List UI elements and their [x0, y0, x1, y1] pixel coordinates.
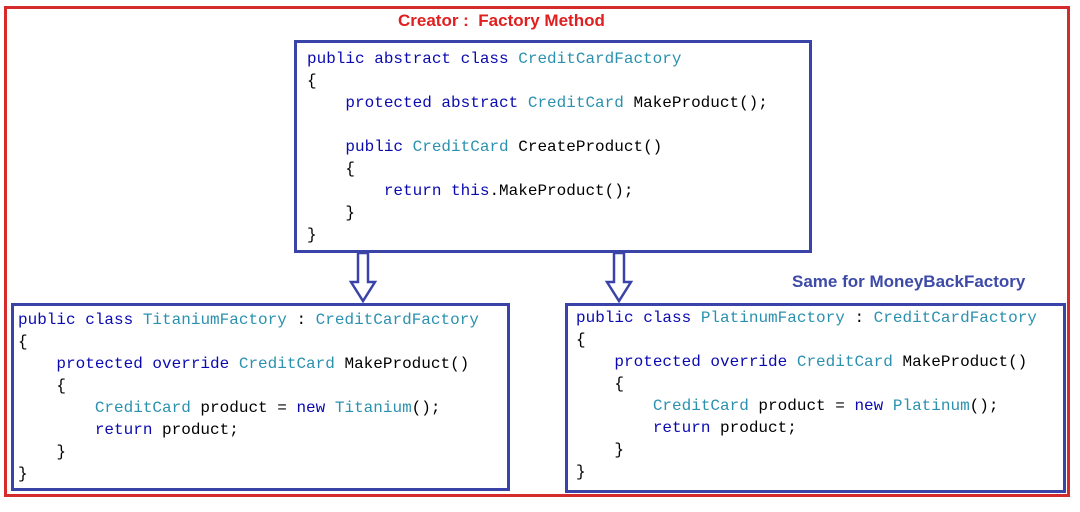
code-type: CreditCard: [238, 355, 335, 373]
code-line: protected override CreditCard MakeProduc…: [18, 354, 469, 374]
code-line: return this.MakeProduct();: [307, 181, 634, 201]
code-keyword: public: [345, 138, 413, 156]
code-text: product;: [710, 419, 797, 437]
code-line: {: [307, 71, 317, 91]
code-type: PlatinumFactory: [700, 309, 845, 327]
code-line: {: [576, 374, 624, 394]
code-type: CreditCard: [412, 138, 509, 156]
code-text: {: [576, 375, 625, 393]
code-text: }: [576, 441, 625, 459]
code-keyword: public abstract class: [307, 50, 519, 68]
code-type: CreditCardFactory: [873, 309, 1037, 327]
code-line: }: [18, 442, 66, 462]
code-type: TitaniumFactory: [142, 311, 287, 329]
code-type: Titanium: [334, 399, 412, 417]
code-keyword: protected override: [614, 353, 797, 371]
code-line: }: [576, 462, 586, 482]
titanium-factory-code: public class TitaniumFactory : CreditCar…: [11, 303, 510, 491]
code-line: protected override CreditCard MakeProduc…: [576, 352, 1027, 372]
code-text: }: [576, 463, 586, 481]
code-keyword: protected abstract: [345, 94, 528, 112]
code-text: }: [307, 204, 356, 222]
code-type: CreditCard: [94, 399, 191, 417]
arrow-right-shape: [605, 252, 633, 304]
code-type: CreditCard: [527, 94, 624, 112]
code-line: return product;: [576, 418, 797, 438]
code-text: [307, 182, 384, 200]
code-text: }: [18, 443, 67, 461]
code-text: .MakeProduct();: [489, 182, 634, 200]
code-text: {: [307, 72, 317, 90]
code-text: MakeProduct();: [623, 94, 768, 112]
code-text: ();: [969, 397, 999, 415]
code-type: CreditCard: [652, 397, 749, 415]
code-text: [307, 94, 345, 112]
code-type: CreditCardFactory: [315, 311, 479, 329]
code-text: {: [18, 377, 67, 395]
code-line: {: [18, 376, 66, 396]
code-text: }: [307, 226, 317, 244]
code-text: [18, 399, 95, 417]
code-line: public CreditCard CreateProduct(): [307, 137, 662, 157]
code-text: ();: [411, 399, 441, 417]
code-type: Platinum: [892, 397, 970, 415]
credit-card-factory-code: public abstract class CreditCardFactory {…: [294, 40, 812, 253]
creator-frame: [4, 6, 1070, 497]
code-text: }: [18, 465, 28, 483]
code-keyword: return this: [383, 182, 490, 200]
code-line: CreditCard product = new Platinum();: [576, 396, 999, 416]
code-text: [576, 353, 614, 371]
code-line: public class TitaniumFactory : CreditCar…: [18, 310, 479, 330]
code-text: [576, 397, 653, 415]
code-line: return product;: [18, 420, 239, 440]
code-line: public abstract class CreditCardFactory: [307, 49, 681, 69]
code-text: product =: [748, 397, 855, 415]
code-line: {: [307, 159, 355, 179]
code-line: }: [18, 464, 28, 484]
code-line: protected abstract CreditCard MakeProduc…: [307, 93, 768, 113]
arrow-left-shape: [349, 252, 377, 304]
code-type: CreditCard: [796, 353, 893, 371]
code-text: {: [576, 331, 586, 349]
code-line: }: [307, 203, 355, 223]
code-keyword: return: [652, 419, 711, 437]
code-text: product =: [190, 399, 297, 417]
code-line: }: [307, 225, 317, 245]
platinum-factory-code: public class PlatinumFactory : CreditCar…: [565, 303, 1066, 493]
code-keyword: return: [94, 421, 153, 439]
diagram-title: Creator : Factory Method: [398, 11, 605, 30]
code-text: product;: [152, 421, 239, 439]
code-keyword: new: [296, 399, 335, 417]
inheritance-arrow-right: [605, 252, 633, 304]
code-line: public class PlatinumFactory : CreditCar…: [576, 308, 1037, 328]
code-keyword: protected override: [56, 355, 239, 373]
code-text: CreateProduct(): [508, 138, 663, 156]
code-line: CreditCard product = new Titanium();: [18, 398, 441, 418]
code-text: [18, 421, 95, 439]
code-keyword: new: [854, 397, 893, 415]
code-text: {: [18, 333, 28, 351]
code-text: MakeProduct(): [892, 353, 1028, 371]
code-text: [576, 419, 653, 437]
code-line: {: [18, 332, 28, 352]
code-line: {: [576, 330, 586, 350]
side-note: Same for MoneyBackFactory: [792, 272, 1026, 291]
inheritance-arrow-left: [349, 252, 377, 304]
code-keyword: public class: [18, 311, 143, 329]
code-text: {: [307, 160, 356, 178]
code-text: MakeProduct(): [334, 355, 470, 373]
code-type: CreditCardFactory: [518, 50, 682, 68]
code-text: :: [286, 311, 316, 329]
code-line: }: [576, 440, 624, 460]
code-text: :: [844, 309, 874, 327]
code-text: [18, 355, 56, 373]
code-text: [307, 138, 345, 156]
code-keyword: public class: [576, 309, 701, 327]
